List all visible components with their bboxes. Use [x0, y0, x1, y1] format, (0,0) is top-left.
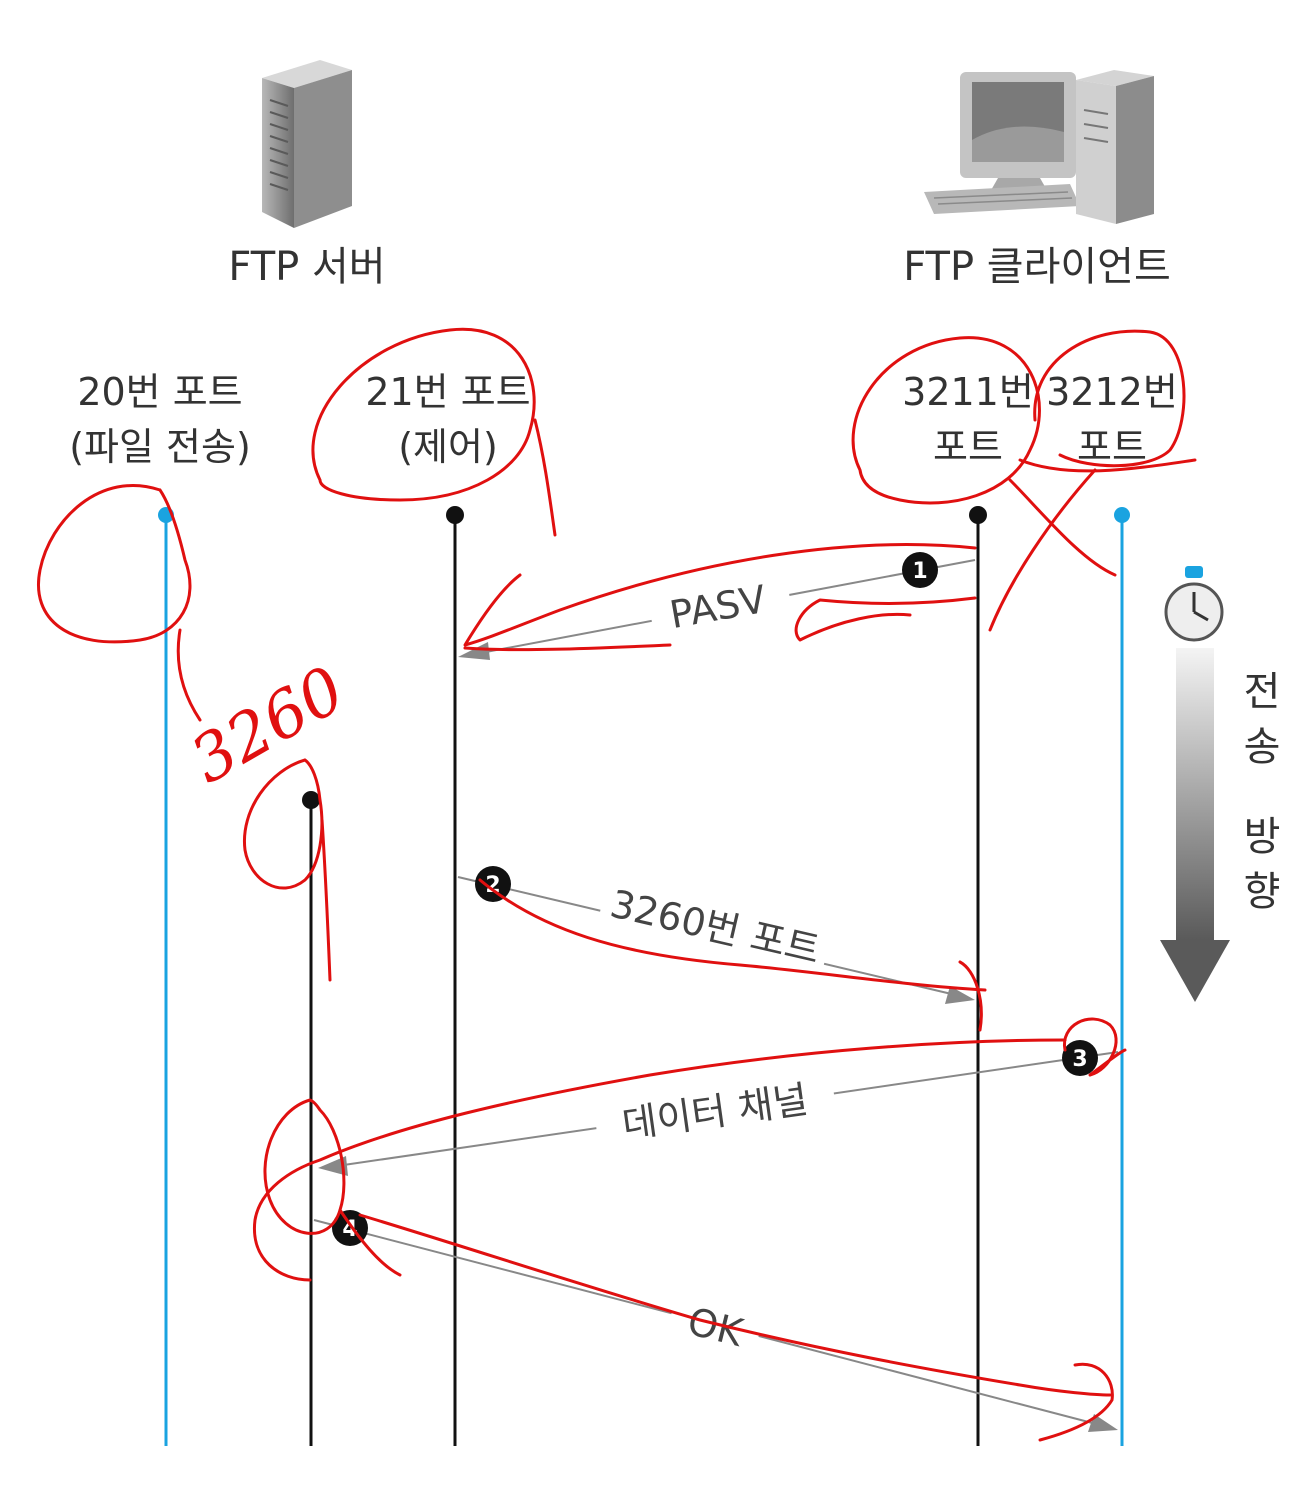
circle-port-21 — [311, 327, 557, 537]
cross-mark — [988, 468, 1117, 632]
step-3-number: 3 — [1072, 1047, 1087, 1072]
stroke-ok — [358, 1213, 1114, 1442]
port-3211-label: 3211번 — [902, 370, 1034, 414]
time-direction-indicator: 전 송 방 향 — [1160, 566, 1280, 1002]
port-3212-sublabel: 포트 — [1077, 425, 1147, 469]
handwritten-3260-label: 3260 — [179, 653, 357, 799]
direction-char-2: 송 — [1244, 724, 1281, 770]
lifeline-port-3260 — [302, 791, 320, 1446]
step-4-number: 4 — [342, 1217, 357, 1242]
circle-step-4 — [263, 1098, 402, 1277]
step-1-badge — [902, 552, 938, 588]
server-icon — [262, 60, 352, 228]
direction-char-3: 방 — [1244, 814, 1281, 860]
stroke-port-3260-msg — [478, 878, 987, 1032]
circle-port-3212 — [1018, 329, 1197, 473]
circle-port-3260 — [242, 758, 332, 982]
step-3-badge — [1062, 1040, 1098, 1076]
message-port-3260-label: 3260번 포트 — [606, 882, 824, 973]
message-pasv: 1 PASV — [458, 552, 976, 660]
direction-char-1: 전 — [1244, 669, 1281, 715]
circle-step-3 — [1063, 1017, 1127, 1077]
lifeline-port-20 — [158, 507, 174, 1446]
port-3212-label: 3212번 — [1046, 370, 1178, 414]
port-21-sublabel: (제어) — [398, 425, 498, 469]
port-21-label: 21번 포트 — [365, 370, 530, 414]
step-1-number: 1 — [912, 559, 927, 584]
return-stroke-pasv — [794, 596, 977, 642]
lifeline-port-3212 — [1114, 507, 1130, 1446]
circle-port-3211 — [851, 336, 1041, 505]
message-ok: 4 OK — [313, 1210, 1118, 1432]
time-bar — [1176, 648, 1214, 940]
server-title: FTP 서버 — [228, 244, 385, 290]
time-arrow-icon — [1160, 940, 1230, 1002]
stroke-data-channel — [252, 1038, 1067, 1282]
client-title: FTP 클라이언트 — [903, 244, 1171, 290]
direction-char-4: 향 — [1244, 869, 1281, 915]
clock-icon — [1164, 566, 1224, 642]
step-2-badge — [475, 866, 511, 902]
port-20-label: 20번 포트 — [77, 370, 242, 414]
message-data-channel: 3 데이터 채널 — [318, 1040, 1119, 1176]
port-20-sublabel: (파일 전송) — [69, 425, 251, 469]
lifeline-port-3211 — [969, 506, 987, 1446]
arrow-to-port-21 — [463, 543, 977, 652]
port-3211-sublabel: 포트 — [933, 425, 1003, 469]
circle-port-20 — [37, 484, 202, 722]
message-pasv-label: PASV — [666, 577, 769, 637]
lifeline-port-21 — [446, 506, 464, 1446]
client-computer-icon — [924, 70, 1154, 224]
